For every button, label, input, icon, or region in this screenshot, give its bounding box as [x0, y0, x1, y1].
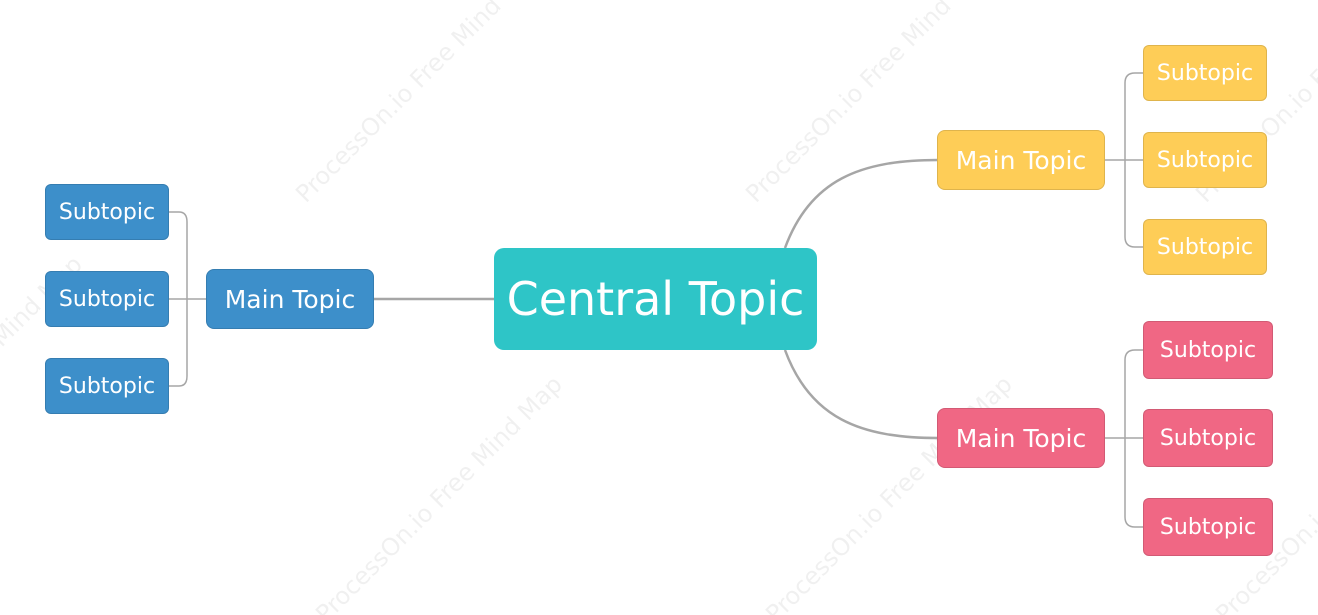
- subtopic-label: Subtopic: [1156, 60, 1254, 86]
- subtopic-top-right-3[interactable]: Subtopic: [1143, 219, 1267, 275]
- subtopic-left-3[interactable]: Subtopic: [45, 358, 169, 414]
- subtopic-label: Subtopic: [58, 199, 156, 225]
- connector-central-to-main-topic-top-right: [783, 158, 939, 249]
- subtopic-label: Subtopic: [1159, 425, 1257, 451]
- central-topic-label: Central Topic: [506, 272, 805, 326]
- subtopic-label: Subtopic: [1156, 234, 1254, 260]
- subtopic-left-1[interactable]: Subtopic: [45, 184, 169, 240]
- connector-main-topic-bottom-right-subtopics: [1105, 349, 1143, 528]
- main-topic-label: Main Topic: [955, 423, 1087, 453]
- connector-main-topic-top-right-subtopics: [1105, 72, 1143, 248]
- main-topic-bottom-right[interactable]: Main Topic: [937, 408, 1105, 468]
- main-topic-label: Main Topic: [224, 284, 356, 314]
- main-topic-label: Main Topic: [955, 145, 1087, 175]
- subtopic-top-right-2[interactable]: Subtopic: [1143, 132, 1267, 188]
- subtopic-label: Subtopic: [1159, 514, 1257, 540]
- subtopic-bottom-right-3[interactable]: Subtopic: [1143, 498, 1273, 556]
- connector-main-topic-left-subtopics: [169, 211, 206, 387]
- main-topic-top-right[interactable]: Main Topic: [937, 130, 1105, 190]
- central-topic[interactable]: Central Topic: [494, 248, 817, 350]
- subtopic-label: Subtopic: [1159, 337, 1257, 363]
- subtopic-top-right-1[interactable]: Subtopic: [1143, 45, 1267, 101]
- connector-central-to-main-topic-bottom-right: [783, 349, 939, 440]
- subtopic-left-2[interactable]: Subtopic: [45, 271, 169, 327]
- main-topic-left[interactable]: Main Topic: [206, 269, 374, 329]
- subtopic-bottom-right-1[interactable]: Subtopic: [1143, 321, 1273, 379]
- subtopic-label: Subtopic: [58, 373, 156, 399]
- subtopic-label: Subtopic: [1156, 147, 1254, 173]
- subtopic-bottom-right-2[interactable]: Subtopic: [1143, 409, 1273, 467]
- subtopic-label: Subtopic: [58, 286, 156, 312]
